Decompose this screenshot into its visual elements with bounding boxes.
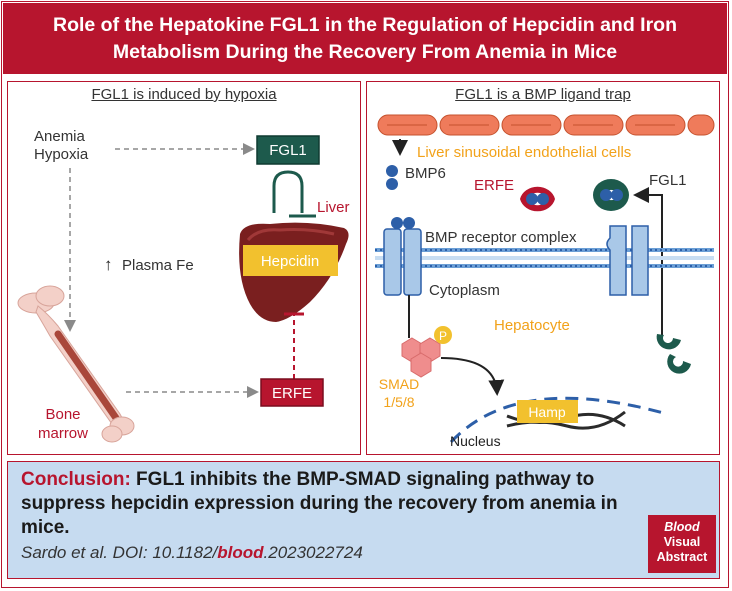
- fgl1-box-label: FGL1: [269, 142, 307, 159]
- blood-visual-abstract-badge: Blood Visual Abstract: [648, 515, 716, 573]
- bone-label: Bone: [45, 406, 80, 423]
- receptor-label: BMP receptor complex: [425, 229, 577, 246]
- smad-label: SMAD: [379, 376, 419, 392]
- hypoxia-diagram: Anemia Hypoxia FGL1 Liver Hepcidin: [17, 128, 350, 443]
- fgl1-monomers: [656, 334, 691, 374]
- cytoplasm-label: Cytoplasm: [429, 282, 500, 299]
- badge-line-2: Visual: [663, 535, 701, 549]
- hepatocyte-label: Hepatocyte: [494, 317, 570, 334]
- citation: Sardo et al. DOI: 10.1182/blood.20230227…: [21, 543, 363, 563]
- bmp-receptor-active: [383, 217, 422, 296]
- liver-label: Liver: [317, 199, 350, 216]
- endothelial-label: Liver sinusoidal endothelial cells: [417, 144, 631, 161]
- anemia-label: Anemia: [34, 128, 86, 145]
- title-bar: Role of the Hepatokine FGL1 in the Regul…: [3, 3, 727, 74]
- plasma-fe-label: Plasma Fe: [122, 257, 194, 274]
- citation-suffix: .2023022724: [263, 543, 363, 562]
- hamp-label: Hamp: [528, 404, 566, 420]
- title-line-1: Role of the Hepatokine FGL1 in the Regul…: [52, 14, 678, 36]
- cell-membrane: [375, 248, 714, 268]
- smad-complex: [401, 337, 441, 378]
- phospho-label: P: [439, 329, 447, 343]
- panel-title-hypoxia: FGL1 is induced by hypoxia: [91, 86, 277, 103]
- nucleus-label: Nucleus: [450, 433, 501, 449]
- bone-icon: [17, 285, 135, 443]
- hepcidin-box: Hepcidin: [243, 245, 338, 276]
- conclusion-body: FGL1 inhibits the BMP-SMAD signaling pat…: [21, 469, 618, 538]
- hypoxia-label: Hypoxia: [34, 146, 89, 163]
- citation-prefix: Sardo et al. DOI: 10.1182/: [21, 543, 218, 562]
- fgl1-bound-bmp: [593, 179, 629, 211]
- conclusion-box: Conclusion: FGL1 inhibits the BMP-SMAD s…: [7, 461, 720, 579]
- bmp-trap-diagram: Liver sinusoidal endothelial cells BMP6 …: [375, 114, 715, 449]
- nucleus-membrane: [449, 396, 668, 444]
- fgl1-inhibits-hepcidin-arc: [272, 170, 304, 213]
- badge-line-1: Blood: [664, 520, 700, 534]
- conclusion-text: Conclusion: FGL1 inhibits the BMP-SMAD s…: [21, 468, 661, 540]
- bmp6-dimer: [386, 165, 398, 190]
- marrow-label: marrow: [38, 425, 88, 442]
- conclusion-label: Conclusion:: [21, 469, 131, 490]
- smad-number-label: 1/5/8: [383, 394, 414, 410]
- panel-hypoxia: FGL1 is induced by hypoxia Anemia Hypoxi…: [7, 81, 361, 455]
- plasma-fe-arrow: ↑: [104, 255, 113, 274]
- erfe-bound-bmp: [520, 186, 555, 212]
- hepcidin-box-label: Hepcidin: [261, 253, 319, 270]
- fgl1-label: FGL1: [649, 172, 687, 189]
- erfe-label: ERFE: [474, 177, 514, 194]
- erfe-box-label: ERFE: [272, 385, 312, 402]
- endothelial-cells: [377, 114, 715, 136]
- fgl1-secretion-arrow: [633, 187, 663, 338]
- bmp6-label: BMP6: [405, 165, 446, 182]
- erfe-box: ERFE: [260, 378, 324, 407]
- citation-journal: blood: [217, 543, 264, 562]
- fgl1-box: FGL1: [256, 135, 320, 165]
- phospho-group: P: [434, 326, 452, 344]
- badge-line-3: Abstract: [656, 550, 708, 564]
- hamp-box: Hamp: [517, 400, 578, 423]
- title-line-2: Metabolism During the Recovery From Anem…: [112, 41, 618, 63]
- panel-bmp-trap: FGL1 is a BMP ligand trap: [366, 81, 720, 455]
- smad-to-nucleus-arrow: [440, 357, 505, 396]
- panel-title-bmp-trap: FGL1 is a BMP ligand trap: [455, 86, 631, 103]
- bmp-receptor-inactive: [606, 225, 649, 296]
